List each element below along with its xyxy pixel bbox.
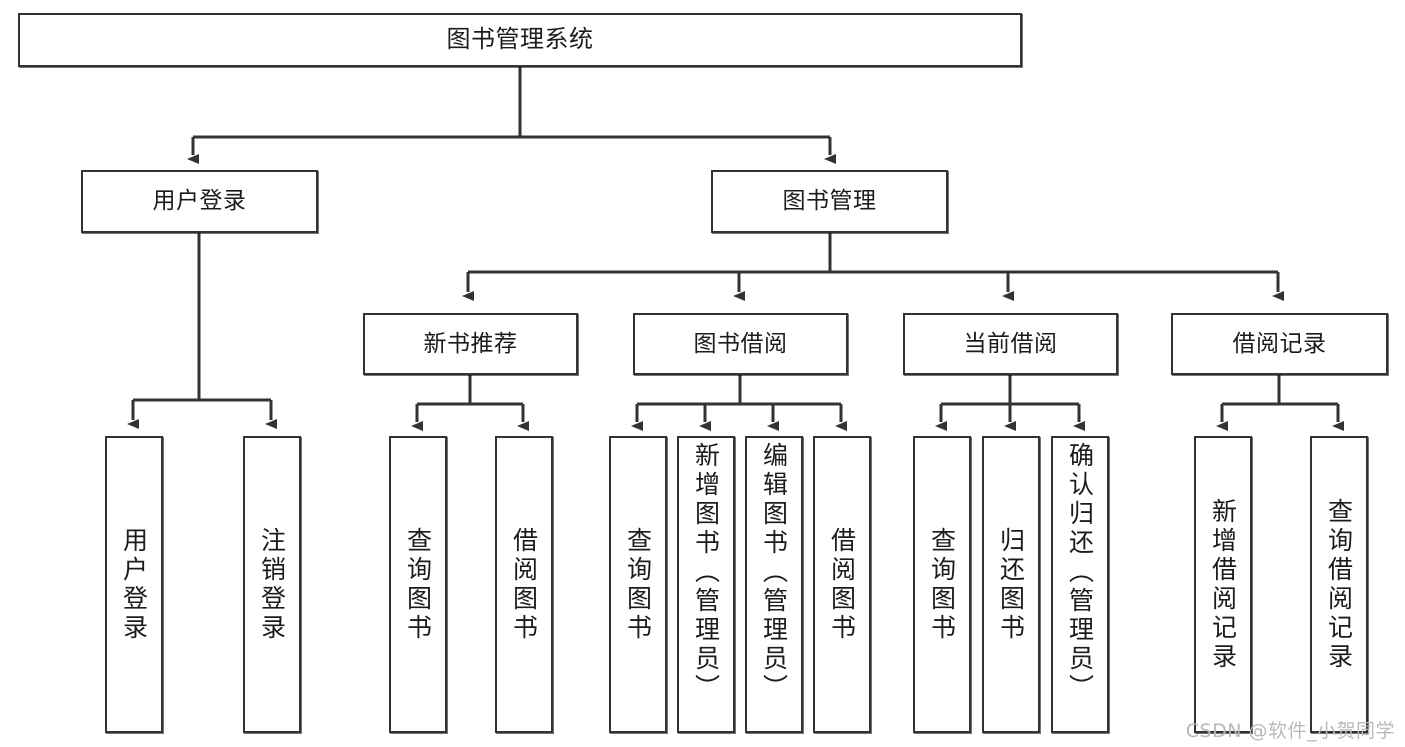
watermark: CSDN @软件_小贺同学 <box>1185 720 1395 742</box>
node-user-login[interactable]: 用户登录 <box>81 170 318 233</box>
node-leaf-borrow-book-1[interactable]: 借阅图书 <box>495 436 553 733</box>
node-leaf-user-logout-label: 注销登录 <box>257 526 287 643</box>
node-root-label: 图书管理系统 <box>446 25 594 54</box>
node-leaf-borrow-book-2-label: 借阅图书 <box>827 526 857 643</box>
node-leaf-edit-book[interactable]: 编辑图书（管理员） <box>745 436 803 733</box>
node-leaf-add-record-label: 新增借阅记录 <box>1208 497 1238 672</box>
node-leaf-query-book-1[interactable]: 查询图书 <box>389 436 447 733</box>
node-leaf-confirm-return[interactable]: 确认归还（管理员） <box>1051 436 1109 733</box>
node-root[interactable]: 图书管理系统 <box>18 13 1022 67</box>
node-leaf-query-record[interactable]: 查询借阅记录 <box>1310 436 1368 733</box>
node-book-manage[interactable]: 图书管理 <box>711 170 948 233</box>
node-leaf-return-book-label: 归还图书 <box>996 526 1026 643</box>
node-leaf-user-login-label: 用户登录 <box>119 526 149 643</box>
node-current-borrow-label: 当前借阅 <box>963 330 1058 357</box>
node-current-borrow[interactable]: 当前借阅 <box>903 313 1118 375</box>
node-leaf-query-book-2-label: 查询图书 <box>623 526 653 643</box>
node-leaf-return-book[interactable]: 归还图书 <box>982 436 1040 733</box>
node-leaf-confirm-return-label: 确认归还（管理员） <box>1065 442 1095 703</box>
node-leaf-borrow-book-1-label: 借阅图书 <box>509 526 539 643</box>
node-leaf-add-record[interactable]: 新增借阅记录 <box>1194 436 1252 733</box>
node-leaf-borrow-book-2[interactable]: 借阅图书 <box>813 436 871 733</box>
node-user-login-label: 用户登录 <box>152 188 247 215</box>
node-leaf-query-record-label: 查询借阅记录 <box>1324 497 1354 672</box>
node-new-book-rec-label: 新书推荐 <box>423 330 518 357</box>
node-new-book-rec[interactable]: 新书推荐 <box>363 313 578 375</box>
node-borrow-record-label: 借阅记录 <box>1232 330 1327 357</box>
node-book-borrow[interactable]: 图书借阅 <box>633 313 848 375</box>
node-leaf-user-logout[interactable]: 注销登录 <box>243 436 301 733</box>
node-leaf-query-book-3[interactable]: 查询图书 <box>913 436 971 733</box>
node-leaf-query-book-1-label: 查询图书 <box>403 526 433 643</box>
node-leaf-add-book-label: 新增图书（管理员） <box>691 442 721 703</box>
node-leaf-query-book-3-label: 查询图书 <box>927 526 957 643</box>
node-leaf-add-book[interactable]: 新增图书（管理员） <box>677 436 735 733</box>
node-book-manage-label: 图书管理 <box>782 188 877 215</box>
node-leaf-edit-book-label: 编辑图书（管理员） <box>759 442 789 703</box>
node-book-borrow-label: 图书借阅 <box>693 330 788 357</box>
node-leaf-user-login[interactable]: 用户登录 <box>105 436 163 733</box>
node-leaf-query-book-2[interactable]: 查询图书 <box>609 436 667 733</box>
node-borrow-record[interactable]: 借阅记录 <box>1171 313 1388 375</box>
